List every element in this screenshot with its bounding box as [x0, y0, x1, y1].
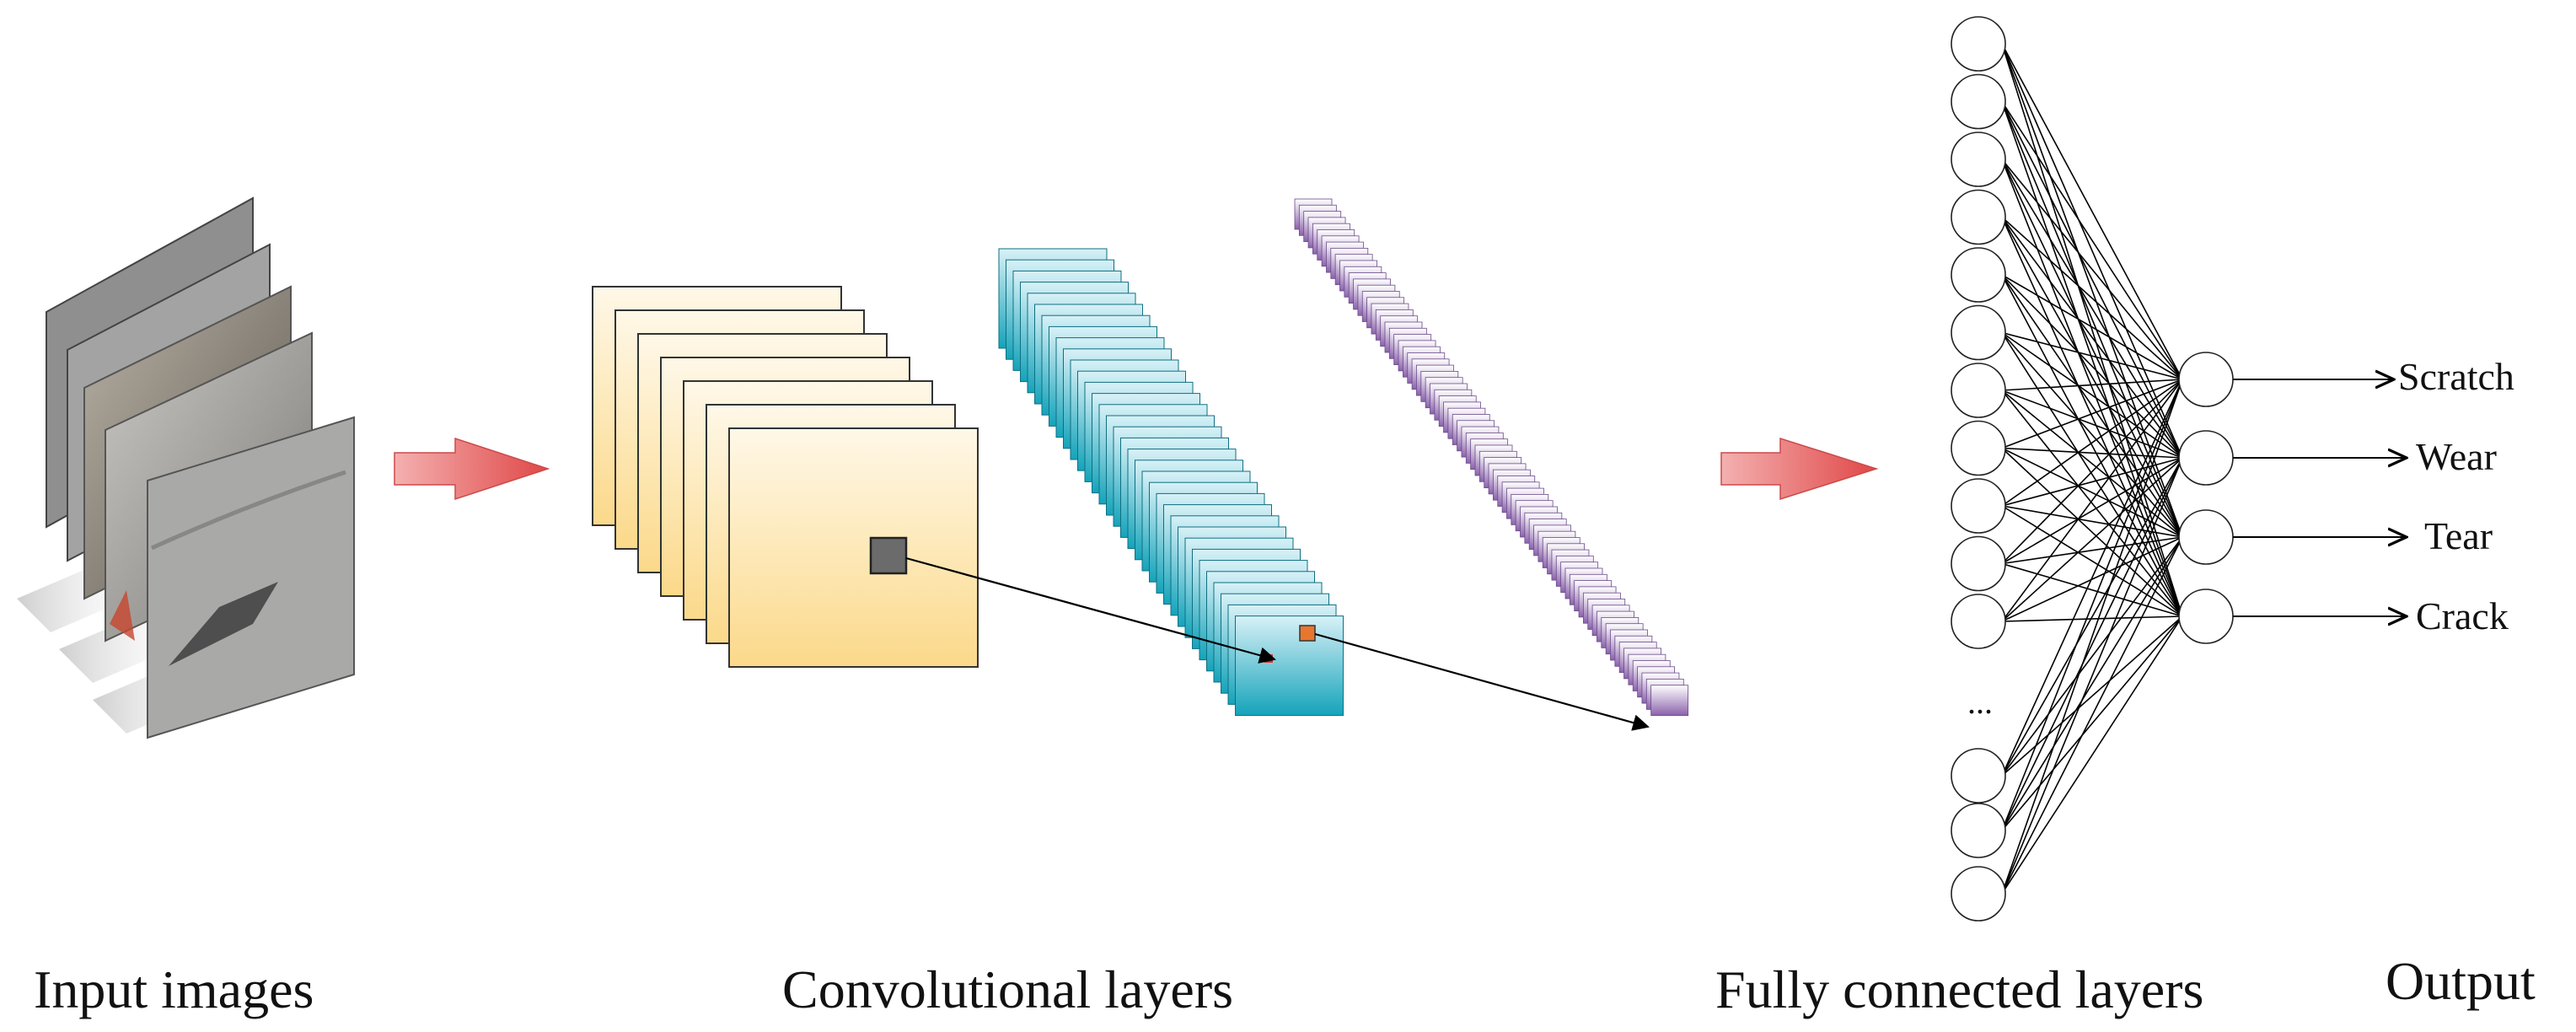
fc-edge [2001, 615, 2183, 777]
input-image-detail [110, 590, 135, 641]
fc-edge [2001, 159, 2183, 380]
kernel-connection-arrow [905, 556, 1276, 664]
fc-output-node [2178, 509, 2234, 565]
fc-edge [2001, 101, 2183, 459]
fc-edge [2001, 457, 2183, 831]
fc-edge [2001, 274, 2183, 459]
fc-edge [2001, 331, 2183, 459]
fc-input-node [1951, 304, 2006, 361]
section-label-input: Input images [34, 959, 314, 1019]
fc-edge [2001, 274, 2183, 538]
fc-edge [2001, 615, 2183, 895]
fc-edge [2001, 379, 2183, 565]
fc-edge [2001, 379, 2183, 831]
fc-edge [2001, 536, 2183, 777]
fc-edge [2001, 159, 2183, 538]
fc-edge [2001, 101, 2183, 380]
fc-output-node [2178, 430, 2234, 486]
fc-input-node [1951, 594, 2006, 649]
fc-edge [2001, 331, 2183, 380]
fc-input-node [1951, 16, 2006, 72]
fc-edge [2001, 43, 2183, 459]
output-label-scratch: Scratch [2398, 355, 2514, 398]
input-image-layer [147, 416, 355, 739]
fc-input-node [1951, 478, 2006, 534]
fc-input-node [1951, 803, 2006, 858]
feature-map-slice [1235, 615, 1344, 717]
output-label-wear: Wear [2416, 435, 2497, 478]
fc-edge [2001, 536, 2183, 622]
fc-output-node [2178, 352, 2234, 407]
fc-edge [2001, 159, 2183, 617]
fc-edge [2001, 457, 2183, 895]
fc-connections [2001, 43, 2183, 895]
conv-kernel-box [869, 536, 908, 575]
output-label-tear: Tear [2424, 514, 2493, 557]
fc-edge [2001, 379, 2183, 507]
fc-input-node [1951, 748, 2006, 804]
fc-edge [2001, 615, 2183, 622]
fc-input-node [1951, 73, 2006, 130]
conv-block-2 [998, 248, 1344, 717]
output-arrows [2233, 379, 2407, 616]
fc-edge [2001, 332, 2183, 617]
fc-edge [2001, 331, 2183, 538]
fc-edge [2001, 217, 2183, 538]
conv-marker-square [1299, 625, 1316, 642]
fc-edge [2001, 379, 2183, 895]
kernel-connection-arrow [1314, 632, 1650, 731]
fc-edge [2001, 379, 2183, 449]
fc-edge [2001, 217, 2183, 617]
fc-edge [2001, 457, 2183, 777]
conv-block-1 [592, 286, 979, 668]
fc-output-node [2178, 589, 2234, 644]
fc-edge [2001, 274, 2183, 617]
fc-edge [2001, 274, 2183, 380]
right-arrow-icon [1720, 437, 1879, 501]
conv-block-3 [1294, 198, 1689, 717]
fc-edge [2001, 379, 2183, 391]
fc-edge [2001, 390, 2183, 538]
fc-edge [2001, 390, 2183, 617]
fc-edge [2001, 457, 2183, 622]
fc-edge [2001, 536, 2183, 565]
fc-edge [2001, 615, 2183, 831]
right-arrow-icon [394, 437, 550, 501]
fc-input-node [1951, 132, 2006, 187]
feature-map-slice [1650, 685, 1689, 717]
input-image-detail [150, 470, 346, 551]
input-image-stack [17, 196, 355, 739]
fc-edge [2001, 447, 2183, 617]
feature-map-square [728, 427, 979, 668]
input-image-detail [169, 582, 278, 666]
fc-input-nodes [1951, 16, 2006, 922]
fc-edge [2001, 379, 2183, 622]
fc-edge [2001, 159, 2183, 459]
fc-input-node [1951, 189, 2006, 245]
fc-edge [2001, 43, 2183, 380]
fc-input-node [1951, 247, 2006, 303]
fc-edge [2001, 217, 2183, 459]
fc-edge [2001, 216, 2183, 380]
fc-edge [2001, 536, 2183, 831]
fc-ellipsis: ... [1967, 683, 1993, 721]
fc-input-node [1951, 363, 2006, 418]
fc-edge [2001, 457, 2183, 565]
section-label-output: Output [2385, 951, 2536, 1011]
fc-input-node [1951, 420, 2006, 476]
fc-input-node [1951, 535, 2006, 592]
fc-input-node [1951, 866, 2006, 922]
fc-edge [2001, 536, 2183, 895]
section-label-fc: Fully connected layers [1715, 959, 2203, 1019]
fc-edge [2001, 562, 2183, 617]
fc-edge [2001, 379, 2183, 777]
fc-edge [2001, 447, 2183, 538]
fc-output-nodes [2178, 352, 2234, 644]
section-label-conv: Convolutional layers [782, 959, 1233, 1019]
output-label-crack: Crack [2416, 594, 2509, 637]
